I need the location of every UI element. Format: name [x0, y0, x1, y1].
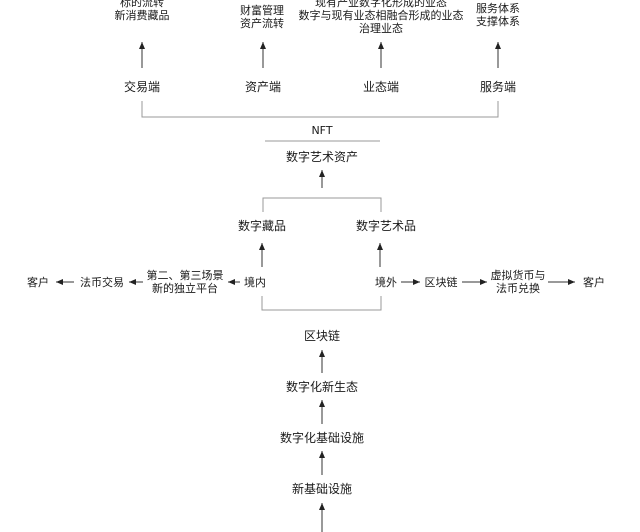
- service-end-label: 服务端: [479, 80, 517, 94]
- trade-end-label: 交易端: [123, 80, 161, 94]
- top-bracket: [141, 101, 499, 118]
- domestic-label: 境内: [244, 276, 266, 289]
- right-blockchain-label: 区块链: [424, 276, 458, 289]
- chain-blockchain-label: 区块链: [303, 329, 341, 343]
- overseas-label: 境外: [375, 276, 397, 289]
- new-infra-label: 新基础设施: [291, 482, 353, 496]
- ecosystem-label: 数字化新生态: [285, 380, 359, 394]
- fork-bracket: [262, 197, 382, 212]
- asset-end-label: 资产端: [244, 80, 282, 94]
- bottom-bracket: [261, 296, 382, 311]
- digital-infra-label: 数字化基础设施: [279, 431, 365, 445]
- digital-artwork-label: 数字艺术品: [355, 219, 417, 233]
- right-customer-label: 客户: [583, 276, 605, 289]
- business-end-label: 业态端: [362, 80, 400, 94]
- platform-label: 第二、第三场景 新的独立平台: [146, 269, 224, 295]
- nft-label: NFT: [311, 124, 333, 137]
- crypto-exchange-label: 虚拟货币与 法币兑换: [490, 269, 546, 295]
- digital-art-asset-label: 数字艺术资产: [285, 150, 359, 164]
- service-desc: 服务体系 支撑体系: [476, 2, 520, 28]
- digital-collectible-label: 数字藏品: [237, 219, 287, 233]
- business-desc: 现有产业数字化形成的业态 数字与现有业态相融合形成的业态 治理业态: [298, 0, 464, 35]
- fiat-trade-label: 法币交易: [80, 276, 124, 289]
- asset-desc: 财富管理 资产流转: [240, 4, 284, 30]
- left-customer-label: 客户: [27, 276, 49, 289]
- trade-desc: 标的流转 新消费藏品: [114, 0, 170, 22]
